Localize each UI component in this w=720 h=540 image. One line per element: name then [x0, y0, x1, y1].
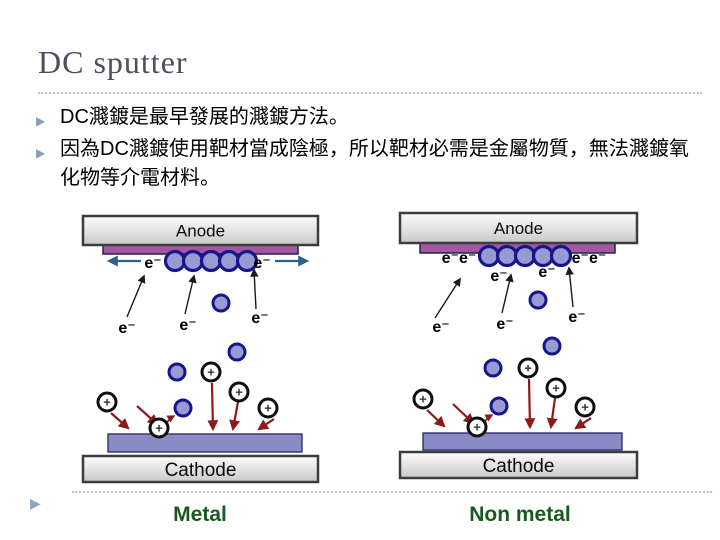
atom-particle [173, 398, 193, 418]
bullet-marker-icon: ▶ [36, 146, 46, 160]
electron-circle [217, 249, 241, 273]
cathode-label: Cathode [165, 460, 237, 481]
anode-label: Anode [176, 222, 225, 241]
ion-particle [200, 361, 222, 383]
ion-particle [574, 396, 596, 418]
cathode-box [81, 454, 320, 484]
atom-particle [167, 362, 187, 382]
bullet-text: DC濺鍍是最早發展的濺鍍方法。 [60, 106, 349, 128]
electron-label: e⁻ [251, 310, 268, 327]
electron-label: e⁻ [179, 317, 196, 334]
electron-label: e⁻e⁻ [442, 250, 477, 267]
ion-path-arrow [426, 409, 446, 428]
bullet-marker-icon: ▶ [36, 114, 46, 128]
ion-path-arrow [546, 397, 558, 430]
electron-label: e⁻ [118, 320, 135, 337]
metal-caption: Metal [173, 503, 227, 526]
electron-path-arrow [565, 266, 574, 308]
electron-label: e⁻ [568, 309, 585, 326]
ion-particle [257, 397, 279, 419]
electron-label: e⁻ [432, 319, 449, 336]
electron-label: e⁻ [490, 268, 507, 285]
anode-box [81, 214, 320, 247]
atom-particle [211, 293, 231, 313]
ion-particle [96, 391, 118, 413]
electron-circle [163, 249, 187, 273]
ion-path-arrow [207, 382, 219, 432]
atom-particle [489, 396, 509, 416]
electron-label: e⁻e⁻ [572, 250, 607, 267]
electron-path-arrow [434, 277, 461, 319]
bullet-item: ▶ 因為DC濺鍍使用靶材當成陰極，所以靶材必需是金屬物質，無法濺鍍氧化物等介電材… [36, 135, 690, 193]
atom-particle [227, 342, 247, 362]
electron-circle [495, 244, 519, 268]
electron-circle [199, 249, 223, 273]
atom-particle [542, 336, 562, 356]
ion-path-arrow [229, 401, 241, 432]
atom-particle [483, 358, 503, 378]
ion-plus-sign: + [419, 392, 427, 407]
footer-divider [72, 491, 712, 493]
electron-circle [181, 249, 205, 273]
ion-plus-sign: + [524, 361, 532, 376]
metal-sputter-diagram: Anode e⁻ e⁻ e⁻ e⁻ e⁻ Cathode + + + + + [81, 214, 320, 484]
target-bar [422, 432, 623, 451]
electron-label: e⁻ [144, 255, 161, 272]
ion-plus-sign: + [103, 395, 111, 410]
ion-path-arrow [574, 417, 592, 430]
ion-particle [228, 381, 250, 403]
ion-plus-sign: + [552, 381, 560, 396]
electron-label: e⁻ [538, 264, 555, 281]
ion-path-arrow [257, 418, 275, 431]
ion-particle [545, 377, 567, 399]
cathode-box [398, 450, 639, 480]
ion-plus-sign: + [207, 365, 215, 380]
electron-label: e⁻ [253, 255, 270, 272]
electron-path-arrow [250, 268, 259, 310]
ion-particle [466, 416, 488, 438]
ion-plus-sign: + [581, 400, 589, 415]
electron-circle [477, 244, 501, 268]
electron-label: e⁻ [496, 316, 513, 333]
cathode-label: Cathode [483, 456, 555, 477]
ion-path-arrow [524, 378, 536, 430]
electron-circle [549, 244, 573, 268]
title-divider [38, 92, 702, 94]
electron-path-arrow [184, 274, 197, 315]
ion-plus-sign: + [235, 385, 243, 400]
electron-path-arrow [501, 273, 514, 314]
target-bar [107, 433, 303, 453]
ion-particle [517, 357, 539, 379]
footer-bullet-marker-icon: ▶ [30, 495, 41, 511]
anode-label: Anode [494, 219, 543, 238]
ion-path-arrow [110, 412, 130, 430]
ion-particle [148, 417, 170, 439]
atom-particle [528, 290, 548, 310]
anode-box [398, 211, 639, 245]
electron-circle [513, 244, 537, 268]
bullet-text: 因為DC濺鍍使用靶材當成陰極，所以靶材必需是金屬物質，無法濺鍍氧化物等介電材料。 [60, 138, 689, 189]
bullet-item: ▶ DC濺鍍是最早發展的濺鍍方法。 [36, 103, 690, 136]
slide-title: DC sputter [38, 44, 188, 80]
ion-plus-sign: + [155, 421, 163, 436]
non-metal-caption: Non metal [469, 503, 571, 526]
ion-plus-sign: + [473, 420, 481, 435]
electron-path-arrow [126, 274, 146, 318]
ion-particle [412, 388, 434, 410]
electron-circle [531, 244, 555, 268]
electron-circle [235, 249, 259, 273]
ion-plus-sign: + [264, 401, 272, 416]
